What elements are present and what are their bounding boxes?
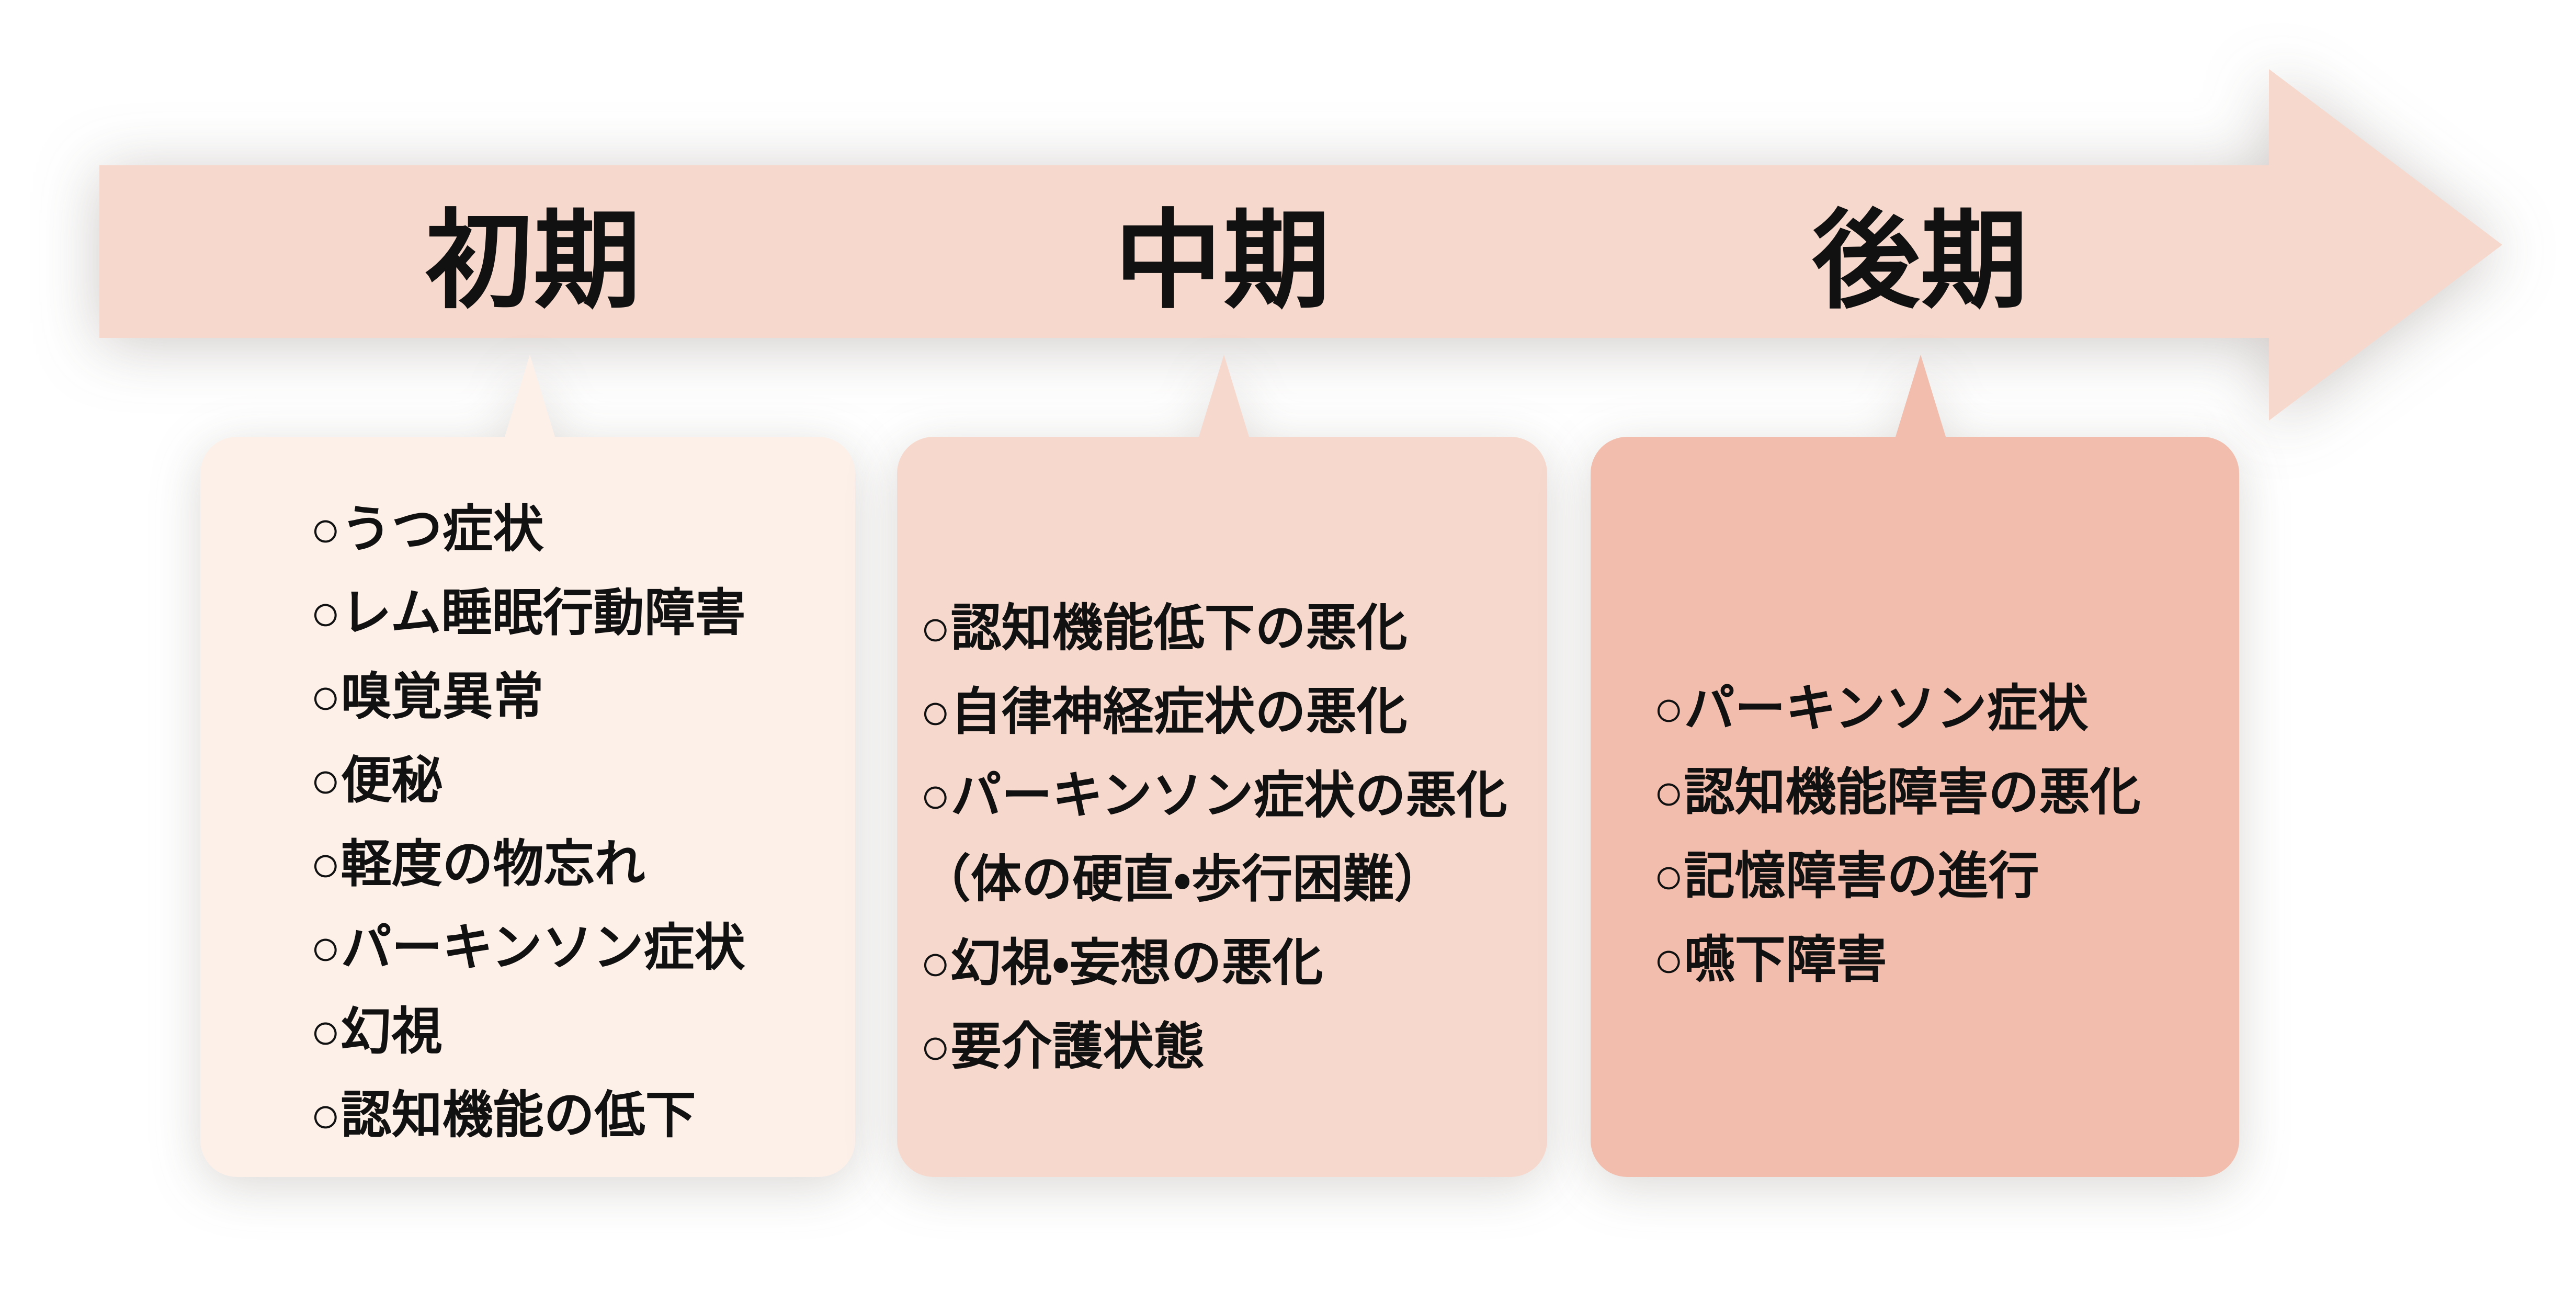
arrow-head-icon <box>2269 69 2502 421</box>
stage-label-early: 初期 <box>425 201 642 321</box>
symptom-item: ○便秘 <box>310 751 442 809</box>
symptom-item: ○パーキンソン症状 <box>310 919 745 976</box>
symptom-item: （体の硬直・歩行困難） <box>920 850 1445 908</box>
symptom-item: ○認知機能障害の悪化 <box>1653 763 2141 821</box>
symptom-item: ○認知機能低下の悪化 <box>920 599 1408 656</box>
symptom-list-late: ○パーキンソン症状 ○認知機能障害の悪化 ○記憶障害の進行 ○嚥下障害 <box>1653 667 2223 1002</box>
symptom-item: ○レム睡眠行動障害 <box>310 584 746 641</box>
stage-box-middle: ○認知機能低下の悪化 ○自律神経症状の悪化 ○パーキンソン症状の悪化 （体の硬直… <box>897 355 1547 1177</box>
stage-label-late: 後期 <box>1812 201 2029 321</box>
pointer-up-triangle <box>1197 355 1251 444</box>
symptom-item: ○軽度の物忘れ <box>310 835 645 892</box>
symptom-item: ○パーキンソン症状の悪化 <box>920 766 1507 824</box>
symptom-item: ○認知機能の低下 <box>310 1086 696 1143</box>
pointer-up-triangle <box>503 355 557 444</box>
symptom-item: ○記憶障害の進行 <box>1653 847 2039 904</box>
stage-box-body: ○パーキンソン症状 ○認知機能障害の悪化 ○記憶障害の進行 ○嚥下障害 <box>1591 437 2239 1177</box>
symptom-item: ○幻視 <box>310 1002 442 1060</box>
symptom-list-middle: ○認知機能低下の悪化 ○自律神経症状の悪化 ○パーキンソン症状の悪化 （体の硬直… <box>920 586 1531 1089</box>
symptom-item: ○うつ症状 <box>310 500 544 558</box>
stage-box-late: ○パーキンソン症状 ○認知機能障害の悪化 ○記憶障害の進行 ○嚥下障害 <box>1591 355 2239 1177</box>
stage-box-body: ○うつ症状 ○レム睡眠行動障害 ○嗅覚異常 ○便秘 ○軽度の物忘れ ○パーキンソ… <box>200 437 855 1177</box>
stage-box-body: ○認知機能低下の悪化 ○自律神経症状の悪化 ○パーキンソン症状の悪化 （体の硬直… <box>897 437 1547 1177</box>
symptom-item: ○嚥下障害 <box>1653 931 1887 988</box>
stage-box-early: ○うつ症状 ○レム睡眠行動障害 ○嗅覚異常 ○便秘 ○軽度の物忘れ ○パーキンソ… <box>200 355 855 1177</box>
symptom-item: ○幻視・妄想の悪化 <box>920 934 1323 991</box>
symptom-list-early: ○うつ症状 ○レム睡眠行動障害 ○嗅覚異常 ○便秘 ○軽度の物忘れ ○パーキンソ… <box>310 488 834 1157</box>
pointer-up-triangle <box>1893 355 1948 444</box>
stage-label-middle: 中期 <box>1115 201 1331 321</box>
symptom-item: ○要介護状態 <box>920 1017 1205 1075</box>
symptom-item: ○嗅覚異常 <box>310 667 544 725</box>
symptom-item: ○パーキンソン症状 <box>1653 680 2089 737</box>
symptom-item: ○自律神経症状の悪化 <box>920 683 1408 740</box>
arrow-band: 初期 中期 後期 <box>99 165 2270 338</box>
